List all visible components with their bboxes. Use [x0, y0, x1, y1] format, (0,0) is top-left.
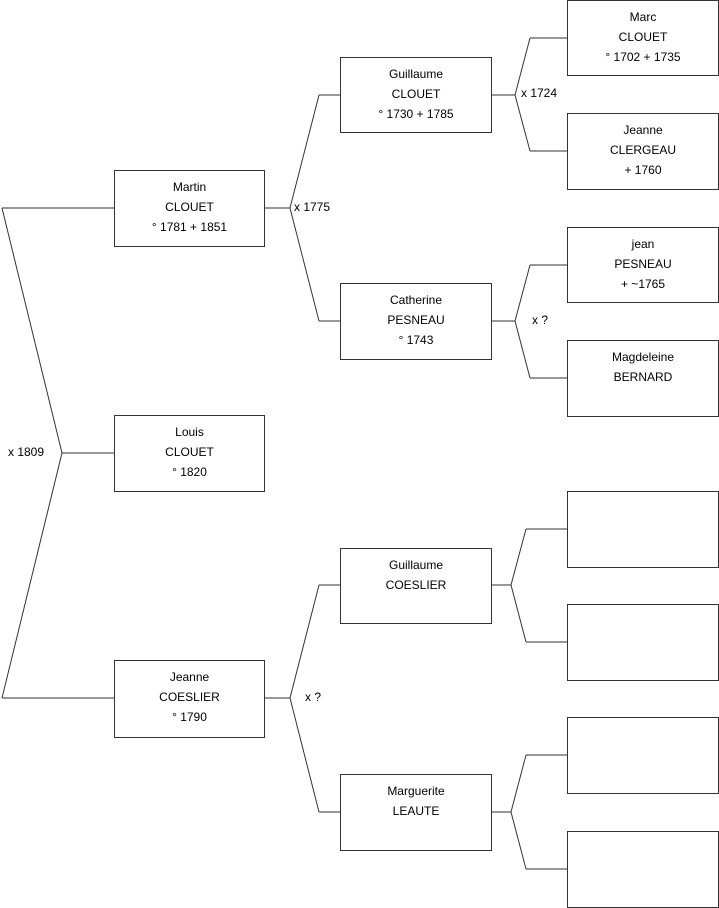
first-name: Marc	[629, 10, 657, 24]
person-box-empty	[567, 491, 719, 568]
person-box-guillaume-coeslier: Guillaume COESLIER	[340, 548, 492, 624]
marriage-label-pesneau: x ?	[532, 313, 549, 327]
last-name: COESLIER	[159, 690, 220, 704]
first-name: Jeanne	[169, 670, 210, 684]
last-name: COESLIER	[385, 578, 447, 592]
first-name: Guillaume	[388, 558, 444, 572]
first-name: Catherine	[389, 293, 443, 307]
last-name: CLERGEAU	[609, 143, 677, 157]
last-name: PESNEAU	[387, 313, 445, 327]
life-dates: ° 1730 + 1785	[378, 107, 454, 121]
life-dates: ° 1781 + 1851	[151, 220, 228, 234]
person-box-magdeleine-bernard: Magdeleine BERNARD	[567, 340, 719, 417]
person-box-jeanne-clergeau: Jeanne CLERGEAU + 1760	[567, 113, 719, 190]
first-name: Guillaume	[388, 67, 444, 81]
marriage-label-1809: x 1809	[8, 445, 45, 459]
life-dates: ° 1820	[172, 465, 207, 479]
person-box-louis-clouet: Louis CLOUET ° 1820	[114, 415, 265, 492]
person-box-empty	[567, 604, 719, 681]
person-box-empty	[567, 831, 719, 908]
last-name: PESNEAU	[614, 257, 672, 271]
first-name: Martin	[172, 180, 207, 194]
last-name: CLOUET	[165, 200, 214, 214]
marriage-label-1775: x 1775	[294, 200, 331, 214]
last-name: CLOUET	[391, 87, 441, 101]
last-name: CLOUET	[165, 445, 214, 459]
person-box-catherine-pesneau: Catherine PESNEAU ° 1743	[340, 283, 492, 360]
life-dates: ° 1790	[172, 710, 207, 724]
life-dates: ° 1702 + 1735	[605, 50, 681, 64]
first-name: Marguerite	[387, 784, 445, 798]
person-box-jeanne-coeslier: Jeanne COESLIER ° 1790	[114, 660, 265, 738]
person-box-marguerite-leaute: Marguerite LEAUTE	[340, 774, 492, 851]
life-dates: + 1760	[624, 163, 662, 177]
last-name: LEAUTE	[392, 804, 440, 818]
person-box-martin-clouet: Martin CLOUET ° 1781 + 1851	[114, 170, 265, 247]
person-box-jean-pesneau: jean PESNEAU + ~1765	[567, 227, 719, 303]
person-box-empty	[567, 717, 719, 794]
marriage-label-1724: x 1724	[521, 86, 558, 100]
first-name: Magdeleine	[611, 350, 675, 364]
marriage-label-coeslier: x ?	[305, 690, 322, 704]
first-name: jean	[631, 237, 655, 251]
life-dates: ° 1743	[398, 333, 434, 347]
first-name: Louis	[175, 425, 204, 439]
person-box-guillaume-clouet: Guillaume CLOUET ° 1730 + 1785	[340, 57, 492, 133]
life-dates: + ~1765	[620, 277, 666, 291]
person-box-marc-clouet: Marc CLOUET ° 1702 + 1735	[567, 0, 719, 76]
first-name: Jeanne	[623, 123, 663, 137]
last-name: BERNARD	[613, 370, 673, 384]
last-name: CLOUET	[618, 30, 668, 44]
